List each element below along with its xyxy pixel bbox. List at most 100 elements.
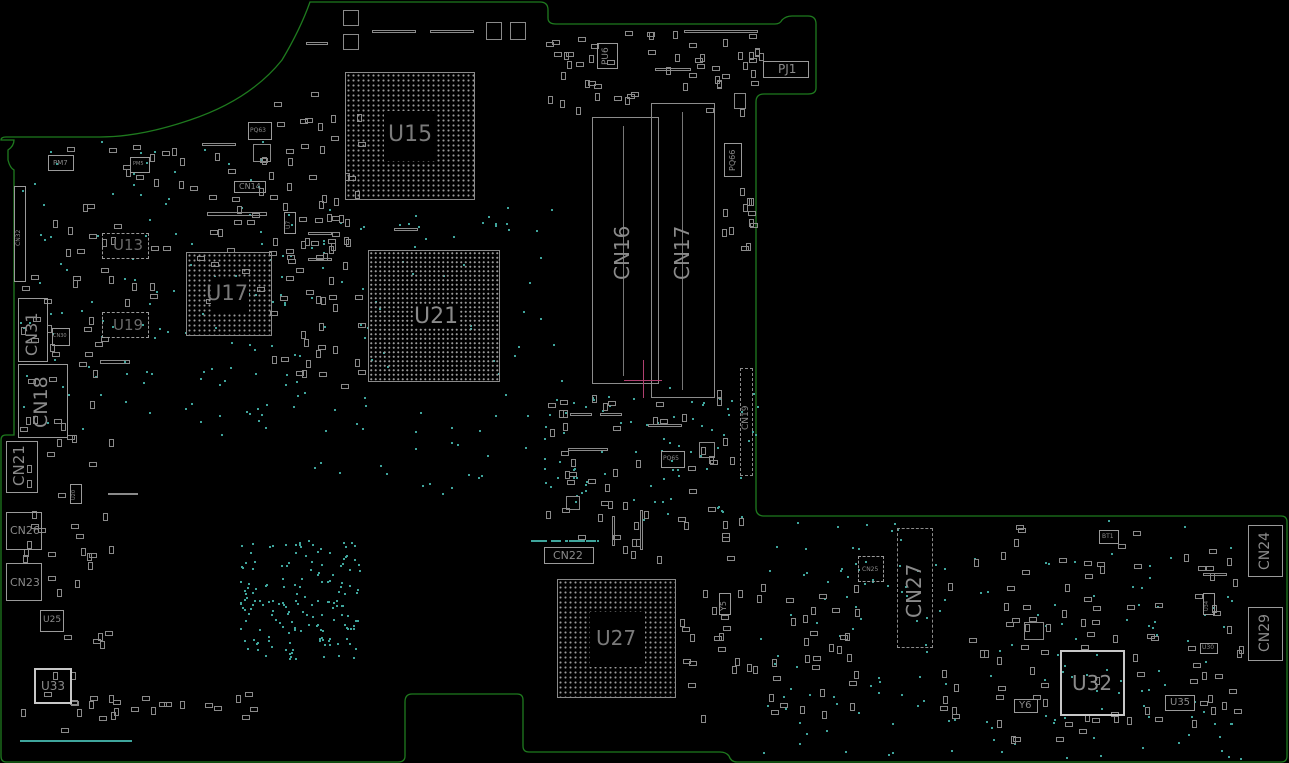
via [130, 740, 132, 742]
cn25-connector[interactable] [858, 556, 884, 582]
via [711, 429, 713, 431]
passive-pad [209, 195, 217, 200]
u35-chip[interactable] [1165, 695, 1195, 711]
via [332, 607, 334, 609]
passive-pad [623, 502, 628, 510]
via [529, 282, 531, 284]
y5-crystal[interactable] [719, 593, 731, 615]
via [879, 681, 881, 683]
cn17-dimm-slot[interactable] [651, 103, 715, 398]
u17-bga-footprint[interactable] [186, 252, 272, 336]
u15-bga-footprint[interactable] [345, 72, 475, 200]
cn27-connector[interactable] [897, 528, 933, 648]
via [336, 605, 338, 607]
via [986, 721, 988, 723]
pm7-part[interactable] [48, 155, 74, 171]
u34-chip[interactable] [1203, 593, 1215, 615]
cn14-connector[interactable] [234, 181, 266, 193]
via [1228, 756, 1230, 758]
passive-pad [1012, 618, 1020, 623]
via [539, 540, 541, 542]
via [302, 611, 304, 613]
via [1014, 743, 1016, 745]
passive-pad [316, 350, 321, 358]
square-pad-d [510, 22, 526, 40]
via [580, 540, 582, 542]
passive-pad [125, 299, 130, 307]
via [350, 628, 352, 630]
cn22-connector[interactable] [544, 547, 594, 564]
via [319, 640, 321, 642]
passive-pad [109, 695, 114, 703]
via [425, 238, 427, 240]
passive-pad [697, 64, 705, 69]
pq63-part[interactable] [248, 122, 272, 140]
passive-pad [804, 638, 809, 646]
via [1204, 614, 1206, 616]
pu6-part[interactable] [597, 43, 618, 69]
via [357, 589, 359, 591]
pq65-part[interactable] [661, 451, 685, 468]
via [149, 219, 151, 221]
passive-pad [296, 371, 304, 376]
via [211, 368, 213, 370]
via [295, 658, 297, 660]
via [706, 468, 708, 470]
u7-chip[interactable] [284, 212, 296, 234]
cn21-connector[interactable] [6, 441, 38, 493]
via [799, 722, 801, 724]
via [1132, 586, 1134, 588]
y6-crystal[interactable] [1014, 699, 1038, 713]
via [1106, 669, 1108, 671]
via [415, 431, 417, 433]
via [669, 387, 671, 389]
via [241, 207, 243, 209]
cn26-connector[interactable] [6, 512, 42, 550]
via [349, 643, 351, 645]
passive-pad [1118, 544, 1126, 549]
via [763, 752, 765, 754]
via [258, 186, 260, 188]
via [1062, 671, 1064, 673]
u25-chip[interactable] [40, 610, 64, 632]
cn23-connector[interactable] [6, 563, 42, 601]
via [723, 434, 725, 436]
passive-pad [21, 327, 26, 335]
pj1-part[interactable] [763, 61, 809, 78]
u27-bga-footprint[interactable] [557, 579, 676, 698]
passive-pad [109, 439, 114, 447]
via [165, 203, 167, 205]
cn31-connector[interactable] [18, 298, 48, 362]
passive-pad [563, 423, 568, 431]
via [23, 406, 25, 408]
cn19-connector[interactable] [740, 368, 753, 476]
u30-chip[interactable] [1200, 643, 1218, 654]
via [836, 703, 838, 705]
passive-pad [773, 676, 781, 681]
cn32-connector[interactable] [14, 186, 26, 282]
bt1-part[interactable] [1099, 530, 1119, 544]
passive-pad [769, 694, 774, 702]
via [245, 593, 247, 595]
u32-chip[interactable] [1060, 650, 1125, 716]
passive-pad [73, 280, 78, 288]
u20-chip[interactable] [70, 484, 82, 504]
via [451, 442, 453, 444]
cn24-connector[interactable] [1248, 525, 1283, 577]
via [702, 404, 704, 406]
cn16-dimm-slot[interactable] [592, 117, 659, 384]
u19-chip[interactable] [102, 312, 149, 338]
u15-label: U15 [388, 122, 433, 147]
pm5-part[interactable] [130, 157, 150, 173]
u13-chip[interactable] [102, 233, 149, 259]
cn30-part[interactable] [52, 328, 70, 346]
pq66-part[interactable] [724, 143, 742, 177]
passive-pad [301, 144, 309, 149]
cn29-connector[interactable] [1248, 607, 1283, 661]
u33-chip[interactable] [34, 668, 72, 704]
cn18-connector[interactable] [18, 364, 68, 438]
via [514, 355, 516, 357]
via [1054, 604, 1056, 606]
passive-pad [113, 700, 121, 705]
